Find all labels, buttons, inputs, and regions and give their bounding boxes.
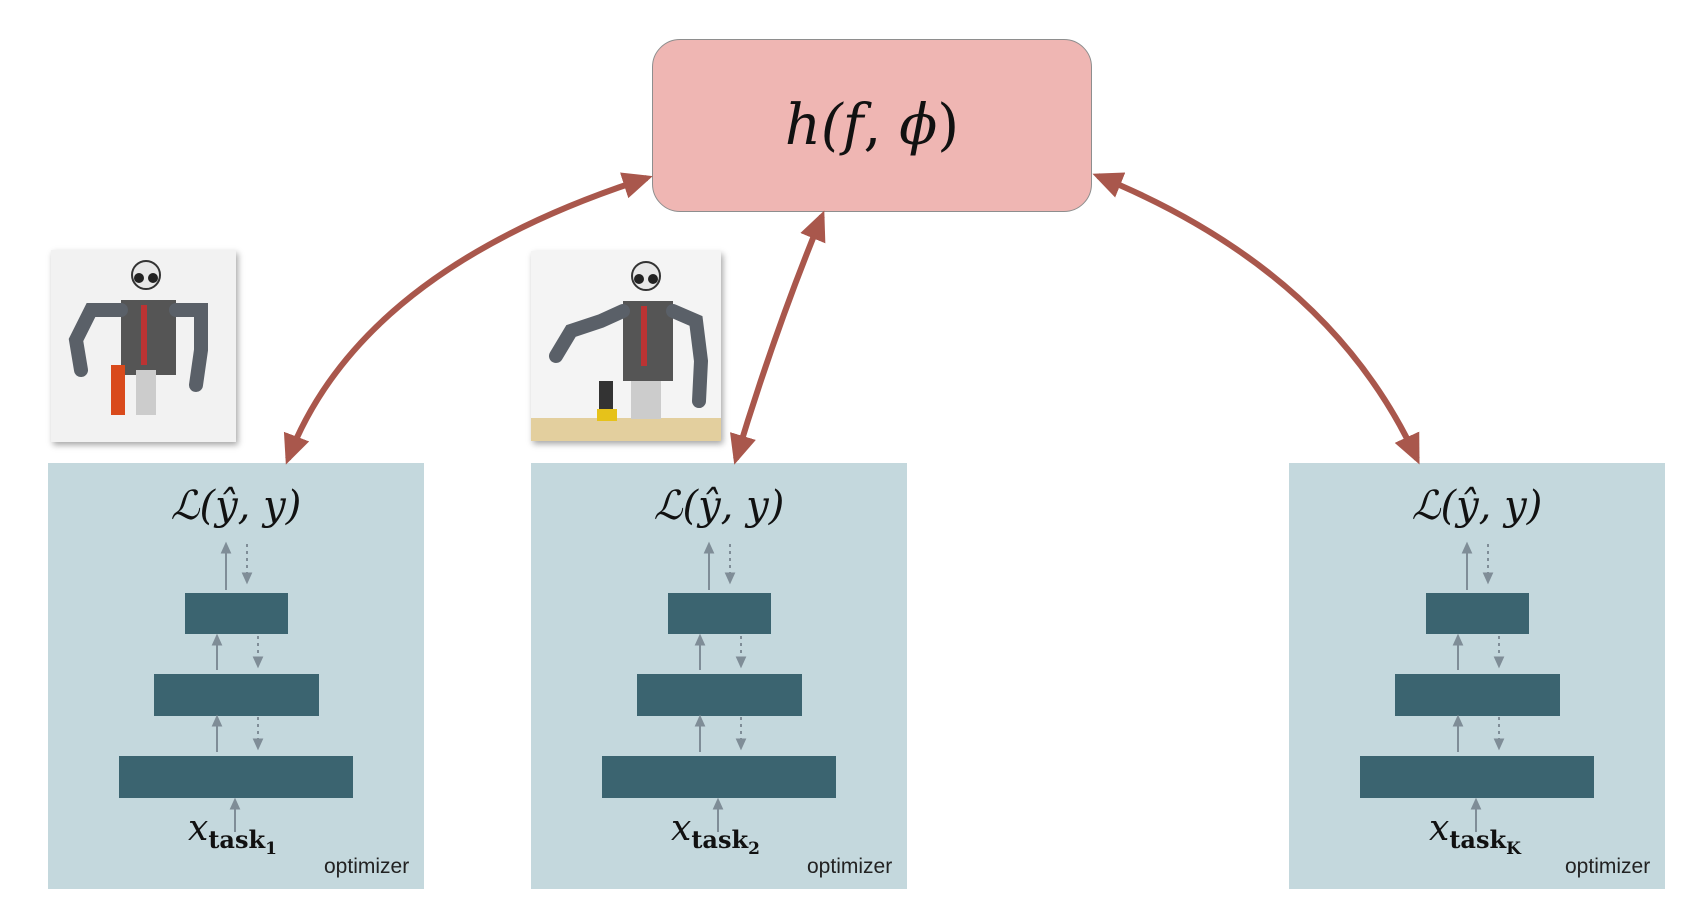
loss-label: ℒ(ŷ, y) <box>1411 483 1543 529</box>
arrow-meta-taskk <box>1092 172 1420 465</box>
loss-label: ℒ(ŷ, y) <box>653 483 785 529</box>
network-layer-top <box>1426 593 1529 634</box>
meta-function-box: h(f, ϕ) <box>652 39 1092 212</box>
network-layer-top <box>668 593 771 634</box>
loss-label: ℒ(ŷ, y) <box>170 483 302 529</box>
panel2-flow-arrows <box>694 541 747 832</box>
task-panel-2: ℒ(ŷ, y) xtask2 optimizer <box>531 463 907 889</box>
meta-function-label: h(f, ϕ) <box>784 93 960 158</box>
task-input-label: xtask1 <box>188 808 277 859</box>
network-layer-top <box>185 593 288 634</box>
network-layer-bottom <box>602 756 836 798</box>
optimizer-label: optimizer <box>324 855 410 878</box>
network-layer-middle <box>154 674 319 716</box>
optimizer-label: optimizer <box>1565 855 1651 878</box>
arrow-meta-task2 <box>730 210 826 465</box>
panel1-flow-arrows <box>211 541 264 832</box>
network-layer-bottom <box>1360 756 1594 798</box>
arrow-meta-task1 <box>283 172 653 465</box>
robot-photo-pringles-icon <box>51 250 236 442</box>
network-layer-middle <box>637 674 802 716</box>
network-layer-middle <box>1395 674 1560 716</box>
network-layer-bottom <box>119 756 353 798</box>
panelk-flow-arrows <box>1452 541 1505 832</box>
task-input-label: xtaskK <box>1429 808 1521 859</box>
task-input-label: xtask2 <box>671 808 760 859</box>
optimizer-label: optimizer <box>807 855 893 878</box>
